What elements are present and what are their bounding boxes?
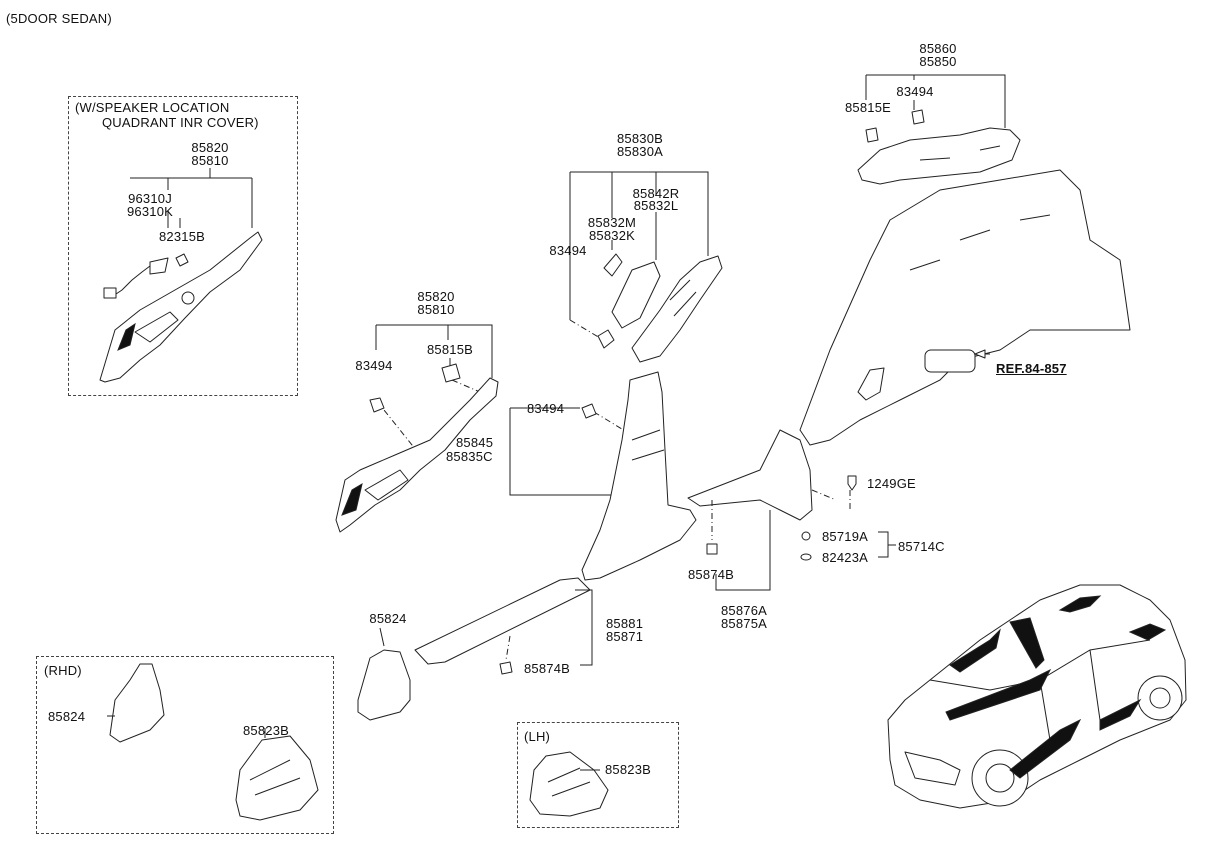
lh-box: [517, 722, 679, 828]
part-label: 85832K: [588, 228, 636, 243]
part-label: 85842R: [632, 186, 680, 201]
part-label: 85874B: [688, 567, 735, 582]
part-label: 82423A: [822, 550, 869, 565]
lh-kick-panel: [529, 751, 609, 817]
part-label: 85860: [919, 41, 957, 56]
part-label: 96310K: [126, 204, 174, 219]
b-pillar-upper: [569, 171, 723, 363]
b-pillar-lower: [509, 371, 697, 581]
part-label: 85820: [191, 140, 229, 155]
part-label: 96310J: [128, 191, 172, 206]
page-title: (5DOOR SEDAN): [6, 11, 112, 26]
part-label: 85871: [606, 629, 644, 644]
part-label: 85823B: [242, 723, 290, 738]
speaker-box: [68, 96, 298, 396]
part-label: 85719A: [822, 529, 869, 544]
part-label: 85815E: [844, 100, 892, 115]
sill-scuff-plate: [414, 577, 593, 675]
part-label: 85810: [191, 153, 229, 168]
ref-label: REF.84-857: [996, 361, 1067, 376]
part-label: 83494: [896, 84, 934, 99]
part-label: 1249GE: [867, 476, 916, 491]
part-label: 83494: [355, 358, 393, 373]
part-label: 85823B: [605, 762, 652, 777]
car-illustration: [887, 584, 1187, 809]
part-label: 85824: [48, 709, 86, 724]
part-label: 85714C: [898, 539, 945, 554]
part-label: 85845: [456, 435, 494, 450]
part-label: 83494: [527, 401, 565, 416]
part-label: 85824: [369, 611, 407, 626]
part-label: 85820: [417, 289, 455, 304]
rhd-box: [36, 656, 334, 834]
part-label: 85876A: [720, 603, 768, 618]
quarter-trim-panel: [687, 169, 1131, 591]
part-label: 85850: [919, 54, 957, 69]
speaker-pillar-trim: [99, 168, 263, 383]
part-label: 85815B: [426, 342, 474, 357]
part-label: 85832M: [587, 215, 637, 230]
rhd-kick-panel: [107, 663, 319, 821]
part-label: 85874B: [524, 661, 571, 676]
rhd-box-title: (RHD): [44, 663, 82, 678]
part-label: 82315B: [158, 229, 206, 244]
part-label: 85875A: [720, 616, 768, 631]
part-label: 85832L: [633, 198, 679, 213]
speaker-box-title: (W/SPEAKER LOCATION: [75, 100, 230, 115]
part-label: 85830B: [616, 131, 664, 146]
part-label: 83494: [549, 243, 587, 258]
kick-panel-front: [357, 627, 411, 721]
part-label: 85810: [417, 302, 455, 317]
lh-box-title: (LH): [524, 729, 551, 744]
package-tray-side: [857, 74, 1021, 185]
front-pillar-trim: [335, 324, 499, 533]
speaker-box-subtitle: QUADRANT INR COVER): [102, 115, 259, 130]
part-label: 85881: [606, 616, 644, 631]
part-label: 85830A: [616, 144, 664, 159]
part-label: 85835C: [446, 449, 493, 464]
